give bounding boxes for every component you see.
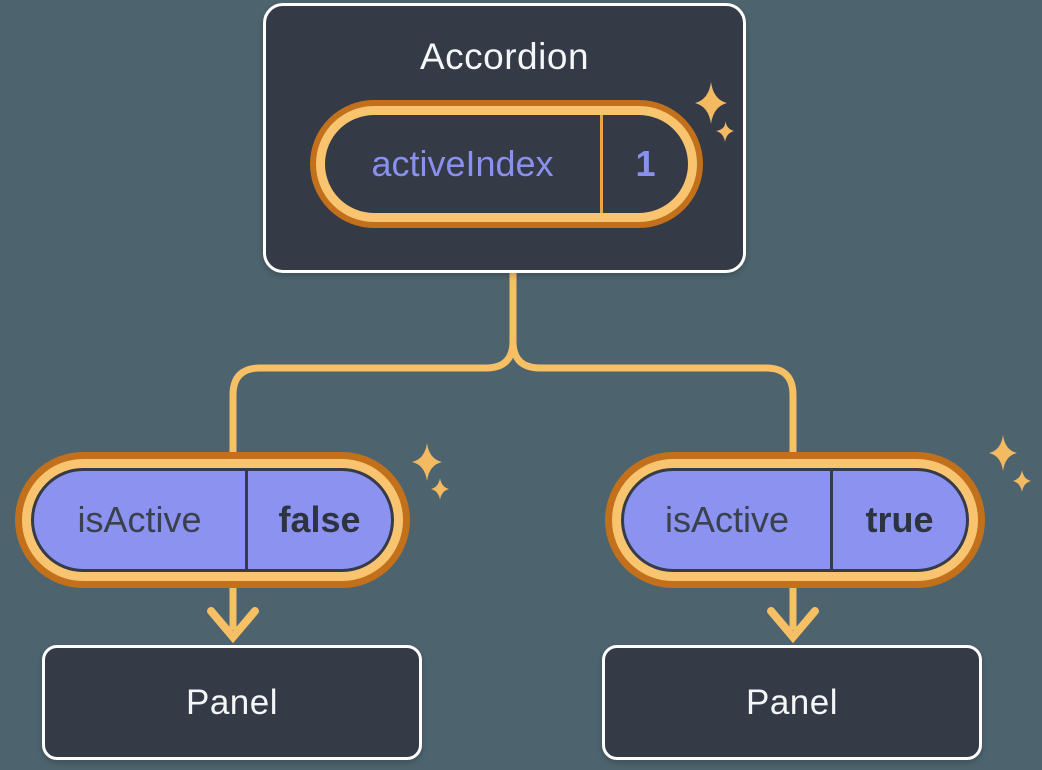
- branch-line-right: [509, 272, 797, 630]
- sparkle-icon: [695, 82, 734, 142]
- arrow-down-icon: [767, 607, 819, 644]
- prop-value-label: false: [278, 499, 361, 540]
- state-pill-activeindex: activeIndex 1: [310, 100, 703, 228]
- pill-divider: [830, 471, 833, 569]
- state-value-label: 1: [635, 143, 656, 184]
- panel-component-box-left: Panel: [42, 645, 422, 760]
- sparkle-icon: [412, 443, 449, 500]
- accordion-title: Accordion: [419, 36, 590, 77]
- prop-value-label: true: [865, 499, 934, 540]
- arrow-down-icon: [207, 607, 259, 644]
- prop-pill-isactive-false: isActive false: [15, 452, 410, 588]
- pill-divider: [245, 471, 248, 569]
- pill-divider: [600, 115, 603, 213]
- state-name-label: activeIndex: [371, 143, 554, 184]
- panel-component-box-right: Panel: [602, 645, 982, 760]
- sparkle-icon: [989, 435, 1031, 492]
- prop-name-label: isActive: [664, 499, 790, 540]
- prop-name-label: isActive: [77, 499, 202, 540]
- prop-pill-isactive-true: isActive true: [605, 452, 985, 588]
